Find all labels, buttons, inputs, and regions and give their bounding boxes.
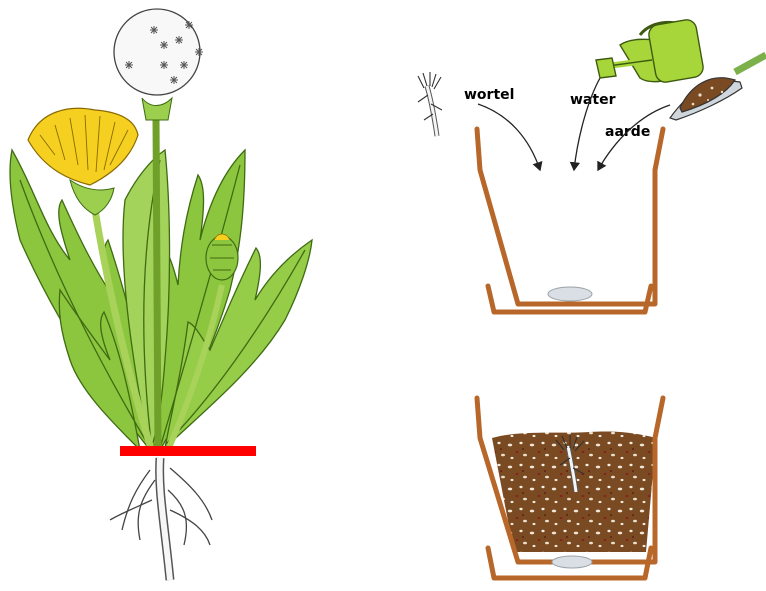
yellow-flower xyxy=(28,108,138,215)
empty-pot-icon xyxy=(477,129,663,312)
watering-can-icon xyxy=(596,18,705,83)
cut-line xyxy=(120,446,256,456)
dandelion-plant-icon xyxy=(10,9,312,580)
root-icon xyxy=(418,72,442,136)
arrow-root-to-pot xyxy=(478,104,540,170)
pebble xyxy=(548,287,592,301)
seed-head xyxy=(114,9,203,120)
roots xyxy=(110,458,212,580)
filled-pot-icon xyxy=(477,398,663,578)
label-root: wortel xyxy=(464,87,514,103)
pebble xyxy=(552,556,592,568)
